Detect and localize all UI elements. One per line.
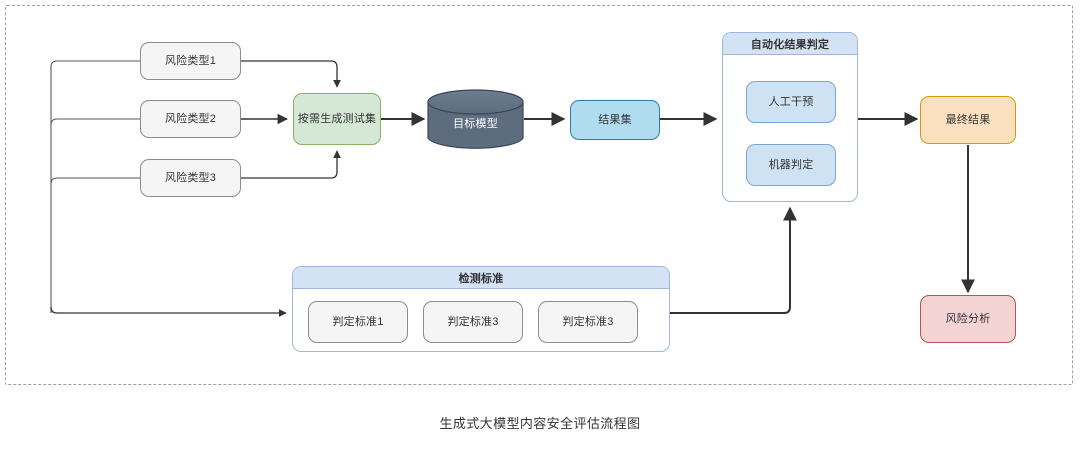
node-criterion-1-label: 判定标准1	[332, 315, 384, 328]
database-icon	[427, 89, 524, 149]
node-risk-type-1-label: 风险类型1	[164, 54, 217, 67]
node-criterion-1[interactable]: 判定标准1	[308, 301, 408, 343]
node-risk-type-1[interactable]: 风险类型1	[140, 42, 241, 80]
node-machine-decision-label: 机器判定	[768, 158, 814, 171]
node-manual-intervention[interactable]: 人工干预	[746, 81, 836, 123]
node-risk-analysis-label: 风险分析	[945, 312, 991, 325]
node-risk-type-2[interactable]: 风险类型2	[140, 100, 241, 138]
container-automation-decision-title: 自动化结果判定	[723, 33, 857, 55]
node-risk-type-3-label: 风险类型3	[164, 171, 217, 184]
node-generate-testset-label: 按需生成测试集	[297, 112, 377, 125]
node-criterion-2[interactable]: 判定标准3	[423, 301, 523, 343]
node-criterion-2-label: 判定标准3	[447, 315, 499, 328]
node-target-model-label: 目标模型	[453, 118, 498, 130]
container-automation-decision[interactable]: 自动化结果判定 人工干预 机器判定	[722, 32, 858, 202]
node-target-model[interactable]: 目标模型	[427, 89, 524, 151]
node-criterion-3[interactable]: 判定标准3	[538, 301, 638, 343]
node-final-result[interactable]: 最终结果	[920, 96, 1016, 144]
node-result-set[interactable]: 结果集	[570, 100, 660, 140]
node-risk-type-3[interactable]: 风险类型3	[140, 159, 241, 197]
node-result-set-label: 结果集	[598, 113, 632, 126]
node-machine-decision[interactable]: 机器判定	[746, 144, 836, 186]
container-detection-standards-title: 检测标准	[293, 267, 669, 289]
node-risk-analysis[interactable]: 风险分析	[920, 295, 1016, 343]
diagram-caption: 生成式大模型内容安全评估流程图	[439, 416, 641, 431]
node-final-result-label: 最终结果	[945, 113, 991, 126]
container-detection-standards-body: 判定标准1 判定标准3 判定标准3	[293, 289, 669, 351]
node-criterion-3-label: 判定标准3	[562, 315, 614, 328]
diagram-frame	[5, 5, 1073, 385]
container-automation-decision-body: 人工干预 机器判定	[723, 55, 857, 201]
node-risk-type-2-label: 风险类型2	[164, 112, 217, 125]
node-manual-intervention-label: 人工干预	[768, 95, 814, 108]
container-detection-standards[interactable]: 检测标准 判定标准1 判定标准3 判定标准3	[292, 266, 670, 352]
node-generate-testset[interactable]: 按需生成测试集	[293, 93, 381, 145]
